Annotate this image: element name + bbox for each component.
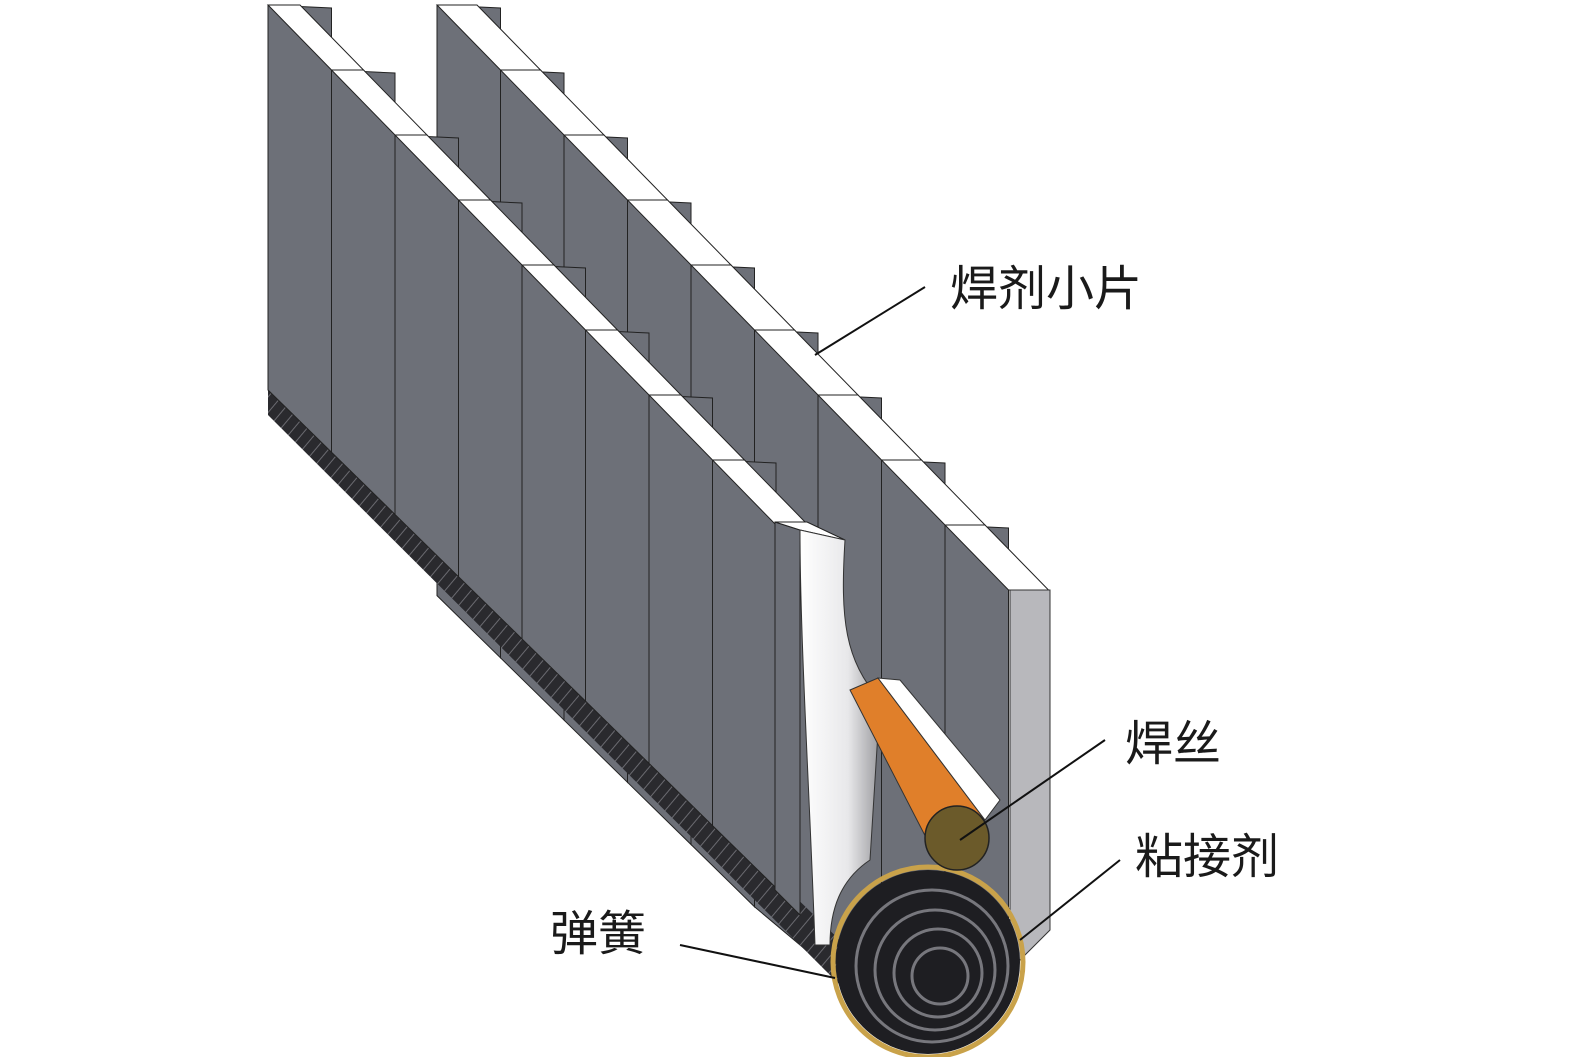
flux-piece-face <box>712 459 777 890</box>
flux-piece-face <box>585 329 650 765</box>
label-flux-pieces: 焊剂小片 <box>950 261 1143 317</box>
adhesive-layer <box>830 864 1026 1057</box>
channel-cross-section <box>799 529 881 946</box>
flux-piece-face <box>648 394 713 827</box>
flux-piece-face <box>521 264 586 703</box>
leader-adhesive <box>1019 859 1121 941</box>
end-face <box>1009 589 1051 961</box>
flux-piece-face <box>267 4 332 454</box>
label-spring: 弹簧 <box>550 906 647 962</box>
label-welding-wire: 焊丝 <box>1125 716 1222 772</box>
flux-piece-face <box>774 521 801 917</box>
leader-flux-pieces <box>814 286 926 356</box>
wire-end-cap <box>924 805 990 871</box>
flux-piece-face <box>331 69 396 516</box>
spring-band <box>268 385 850 985</box>
flux-piece-face <box>394 134 459 578</box>
leader-spring <box>679 944 836 979</box>
front-row-flux-pieces <box>266 4 846 917</box>
flux-piece-face <box>458 199 523 641</box>
flux-piece-top <box>266 4 365 71</box>
label-adhesive: 粘接剂 <box>1135 829 1280 885</box>
flux-piece-top <box>435 4 542 71</box>
wire-channel-top <box>876 677 1001 821</box>
spring-coil-end <box>836 870 1020 1054</box>
leader-welding-wire <box>959 739 1106 841</box>
